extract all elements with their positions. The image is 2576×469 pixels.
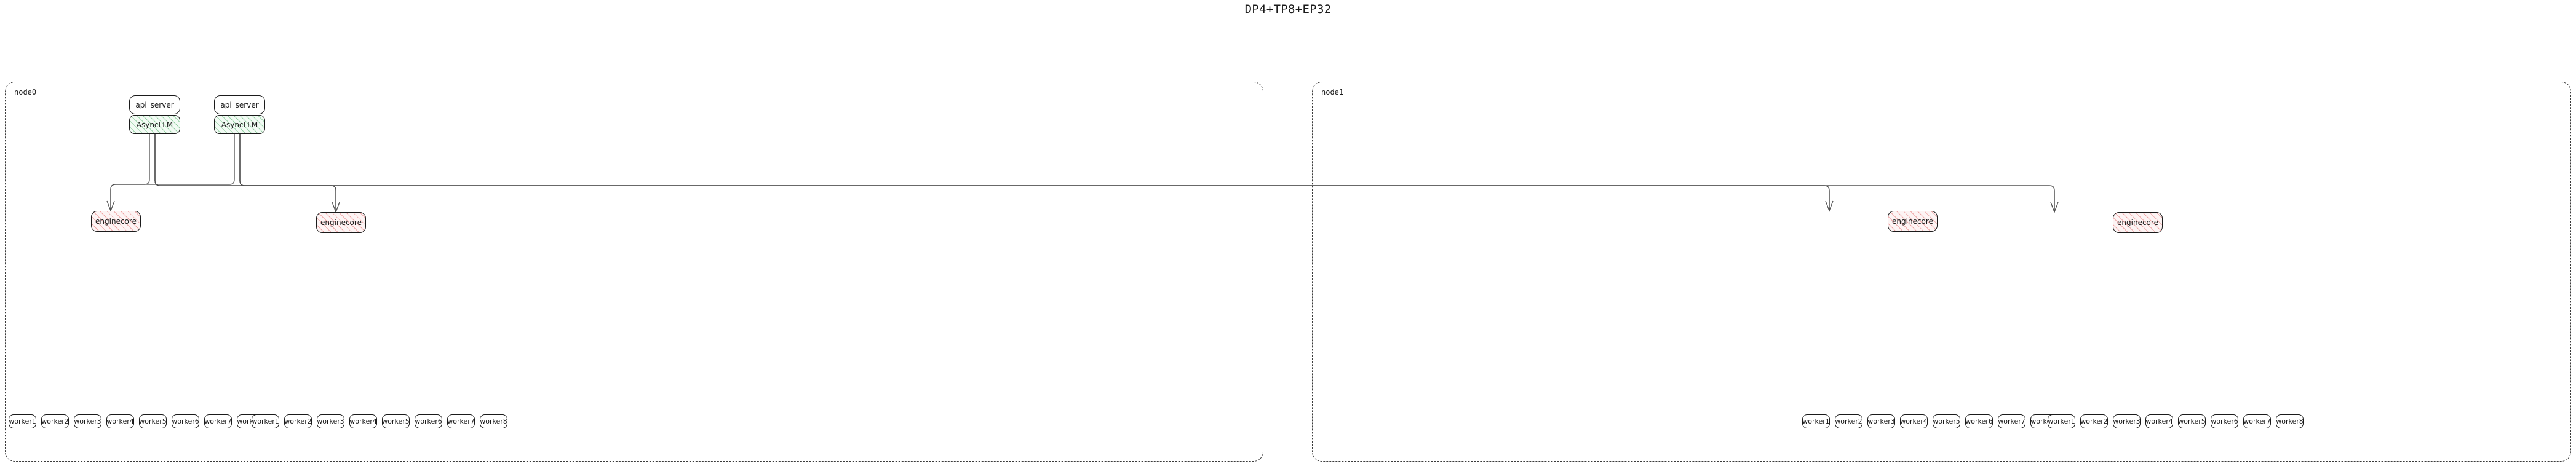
worker-box-g3-worker3[interactable]: worker3: [2113, 414, 2141, 428]
worker-box-g3-worker6[interactable]: worker6: [2211, 414, 2238, 428]
worker-box-g0-worker6[interactable]: worker6: [172, 414, 199, 428]
page-title: DP4+TP8+EP32: [1244, 2, 1332, 16]
cluster-label-node0: node0: [14, 88, 37, 97]
worker-box-g0-worker1[interactable]: worker1: [9, 414, 36, 428]
worker-box-g3-worker5[interactable]: worker5: [2178, 414, 2206, 428]
worker-box-g0-worker7[interactable]: worker7: [204, 414, 232, 428]
worker-box-g1-worker5[interactable]: worker5: [382, 414, 410, 428]
worker-box-g1-worker3[interactable]: worker3: [317, 414, 344, 428]
asyncllm-box-1[interactable]: AsyncLLM: [214, 115, 265, 134]
enginecore-box-0[interactable]: enginecore: [91, 211, 141, 232]
worker-box-g1-worker1[interactable]: worker1: [252, 414, 279, 428]
worker-box-g0-worker2[interactable]: worker2: [41, 414, 69, 428]
worker-box-g3-worker4[interactable]: worker4: [2145, 414, 2173, 428]
worker-box-g2-worker4[interactable]: worker4: [1900, 414, 1928, 428]
worker-box-g3-worker2[interactable]: worker2: [2080, 414, 2108, 428]
worker-box-g2-worker5[interactable]: worker5: [1933, 414, 1960, 428]
worker-box-g3-worker8[interactable]: worker8: [2276, 414, 2304, 428]
worker-box-g2-worker3[interactable]: worker3: [1867, 414, 1895, 428]
worker-box-g2-worker6[interactable]: worker6: [1965, 414, 1993, 428]
enginecore-box-2[interactable]: enginecore: [1888, 211, 1938, 232]
asyncllm-box-0[interactable]: AsyncLLM: [129, 115, 180, 134]
api-server-box-1[interactable]: api_server: [214, 95, 265, 114]
cluster-node1: node1: [1312, 82, 2571, 462]
cluster-label-node1: node1: [1321, 88, 1344, 97]
api-server-box-0[interactable]: api_server: [129, 95, 180, 114]
worker-box-g2-worker2[interactable]: worker2: [1835, 414, 1862, 428]
worker-box-g2-worker7[interactable]: worker7: [1998, 414, 2025, 428]
worker-box-g0-worker3[interactable]: worker3: [74, 414, 101, 428]
worker-box-g1-worker7[interactable]: worker7: [447, 414, 475, 428]
worker-box-g0-worker4[interactable]: worker4: [106, 414, 134, 428]
enginecore-box-1[interactable]: enginecore: [316, 212, 366, 233]
cluster-node0: node0: [5, 82, 1263, 462]
worker-box-g3-worker1[interactable]: worker1: [2048, 414, 2075, 428]
worker-box-g1-worker4[interactable]: worker4: [349, 414, 377, 428]
worker-box-g0-worker5[interactable]: worker5: [139, 414, 167, 428]
worker-box-g1-worker6[interactable]: worker6: [415, 414, 442, 428]
worker-box-g3-worker7[interactable]: worker7: [2243, 414, 2271, 428]
worker-box-g2-worker1[interactable]: worker1: [1802, 414, 1830, 428]
worker-box-g1-worker2[interactable]: worker2: [284, 414, 312, 428]
worker-box-g1-worker8[interactable]: worker8: [480, 414, 507, 428]
enginecore-box-3[interactable]: enginecore: [2113, 212, 2163, 233]
